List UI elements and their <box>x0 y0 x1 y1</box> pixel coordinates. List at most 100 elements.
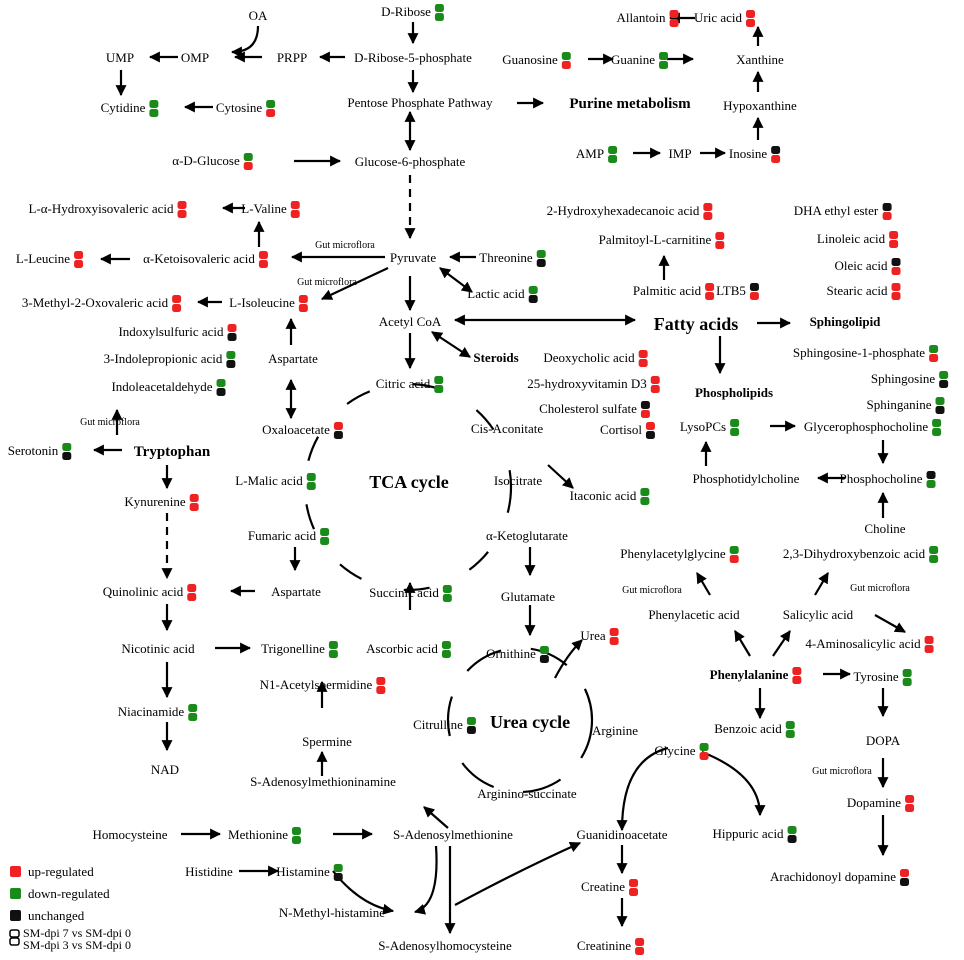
dpi7-indicator-ornithine <box>539 646 549 654</box>
regulation-indicator-lvaline <box>290 201 300 218</box>
metabolite-dribose: D-Ribose <box>381 4 431 19</box>
regulation-indicator-cytosine <box>266 100 276 117</box>
regulation-indicator-aminosal <box>924 636 934 653</box>
metabolite-s1p: Sphingosine-1-phosphate <box>793 345 925 360</box>
regulation-indicator-oxaloacetate <box>333 422 343 439</box>
regulation-indicator-aradop <box>899 869 909 886</box>
metabolite-cytosine: Cytosine <box>216 100 262 115</box>
legend-comparison-top-box <box>9 929 20 938</box>
dpi7-indicator-fumaric <box>320 528 330 536</box>
metabolite-prpp: PRPP <box>277 50 307 65</box>
metabolite-ppp: Pentose Phosphate Pathway <box>347 95 493 110</box>
dpi7-indicator-hhda <box>703 203 713 211</box>
dpi3-indicator-s1p <box>929 354 939 362</box>
metabolite-deoxycholic: Deoxycholic acid <box>543 350 635 365</box>
metabolite-oa: OA <box>249 8 268 23</box>
regulation-indicator-urea <box>609 628 619 645</box>
section-label-sphingolipid: Sphingolipid <box>810 314 882 329</box>
dpi7-indicator-citric <box>434 376 444 384</box>
regulation-indicator-oleic <box>891 258 901 275</box>
dpi3-indicator-guanine <box>659 61 669 69</box>
dpi7-indicator-ascorbic <box>441 641 451 649</box>
metabolite-linoleic: Linoleic acid <box>817 231 886 246</box>
regulation-indicator-palcarn <box>715 232 725 249</box>
dpi7-indicator-uricacid <box>746 10 756 18</box>
regulation-indicator-cortisol <box>645 422 655 439</box>
metabolite-ptdcho: Phosphotidylcholine <box>693 471 800 486</box>
dpi3-indicator-quinolinic <box>187 593 197 601</box>
regulation-indicator-adglucose <box>243 153 253 170</box>
regulation-indicator-creatinine <box>635 938 645 955</box>
metabolite-hypoxanthine: Hypoxanthine <box>723 98 797 113</box>
metabolite-ascorbic: Ascorbic acid <box>366 641 438 656</box>
metabolite-hippuric: Hippuric acid <box>712 826 784 841</box>
dpi7-indicator-succinic <box>442 585 452 593</box>
metabolite-aminosal: 4-Aminosalicylic acid <box>805 636 921 651</box>
metabolite-phenacetic: Phenylacetic acid <box>648 607 740 622</box>
regulation-indicator-serotonin <box>62 443 72 460</box>
dpi7-indicator-niacinamide <box>188 704 198 712</box>
metabolite-creatine: Creatine <box>581 879 625 894</box>
metabolite-methionine: Methionine <box>228 827 288 842</box>
dpi7-indicator-creatinine <box>635 938 645 946</box>
metabolite-niacinamide: Niacinamide <box>118 704 185 719</box>
dpi7-indicator-dopamine <box>905 795 915 803</box>
metabolite-sah: S-Adenosylhomocysteine <box>378 938 512 953</box>
regulation-indicator-succinic <box>442 585 452 602</box>
metabolite-g6p: Glucose-6-phosphate <box>355 154 466 169</box>
legend-label-unchanged: unchanged <box>28 908 85 923</box>
regulation-indicator-gpc <box>932 419 942 436</box>
dpi3-indicator-fumaric <box>320 537 330 545</box>
regulation-indicator-quinolinic <box>187 584 197 601</box>
regulation-indicator-glycine <box>699 743 709 760</box>
dpi3-indicator-lysopcs <box>730 428 740 436</box>
dpi3-indicator-indoxyl <box>227 333 237 341</box>
regulation-indicator-trigonelline <box>328 641 338 658</box>
dpi3-indicator-amp <box>608 155 618 163</box>
dpi3-indicator-vitd3 <box>650 385 660 393</box>
regulation-indicator-nacspd <box>376 677 386 694</box>
annotation-gm2: Gut microflora <box>297 277 357 288</box>
metabolite-adglucose: α-D-Glucose <box>172 153 240 168</box>
metabolite-aspartate1: Aspartate <box>268 351 318 366</box>
dpi3-indicator-itaconic <box>640 497 650 505</box>
metabolite-indoleacet: Indoleacetaldehyde <box>111 379 212 394</box>
metabolite-lysopcs: LysoPCs <box>680 419 726 434</box>
regulation-indicator-tyrosine <box>902 669 912 686</box>
dpi3-indicator-akiv <box>258 260 268 268</box>
regulation-indicator-indoleacet <box>216 379 226 396</box>
dpi3-indicator-citric <box>434 385 444 393</box>
section-label-steroids: Steroids <box>473 350 518 365</box>
dpi3-indicator-indoleprop <box>226 360 236 368</box>
regulation-indicator-dribose <box>434 4 444 21</box>
metabolite-pyruvate: Pyruvate <box>390 250 436 265</box>
metabolite-inosine: Inosine <box>729 146 768 161</box>
dpi3-indicator-methionine <box>291 836 301 844</box>
metabolite-trigonelline: Trigonelline <box>261 641 325 656</box>
regulation-indicator-lactic <box>528 286 538 303</box>
section-label-ureacycle: Urea cycle <box>490 712 570 732</box>
section-label-purine: Purine metabolism <box>569 96 691 112</box>
dpi7-indicator-benzoic <box>785 721 795 729</box>
dpi7-indicator-glycine <box>699 743 709 751</box>
urea-cycle-ring <box>446 646 594 794</box>
metabolite-serotonin: Serotonin <box>8 443 59 458</box>
dpi3-indicator-adglucose <box>243 162 253 170</box>
dpi7-indicator-adglucose <box>243 153 253 161</box>
metabolite-vitd3: 25-hydroxyvitamin D3 <box>527 376 647 391</box>
metabolite-homocysteine: Homocysteine <box>92 827 167 842</box>
dpi7-indicator-deoxycholic <box>638 350 648 358</box>
annotation-gm1: Gut microflora <box>315 240 375 251</box>
dpi7-indicator-citrulline <box>466 717 476 725</box>
regulation-indicator-lahiv <box>177 201 187 218</box>
dpi3-indicator-dha <box>882 212 892 220</box>
dpi7-indicator-itaconic <box>640 488 650 496</box>
dpi3-indicator-oleic <box>891 267 901 275</box>
dpi3-indicator-lvaline <box>290 210 300 218</box>
metabolite-argsucc: Arginino-succinate <box>477 786 577 801</box>
regulation-indicator-niacinamide <box>188 704 198 721</box>
dpi7-indicator-vitd3 <box>650 376 660 384</box>
dpi3-indicator-hippuric <box>787 835 797 843</box>
regulation-indicator-akiv <box>258 251 268 268</box>
metabolite-succinic: Succinic acid <box>369 585 439 600</box>
